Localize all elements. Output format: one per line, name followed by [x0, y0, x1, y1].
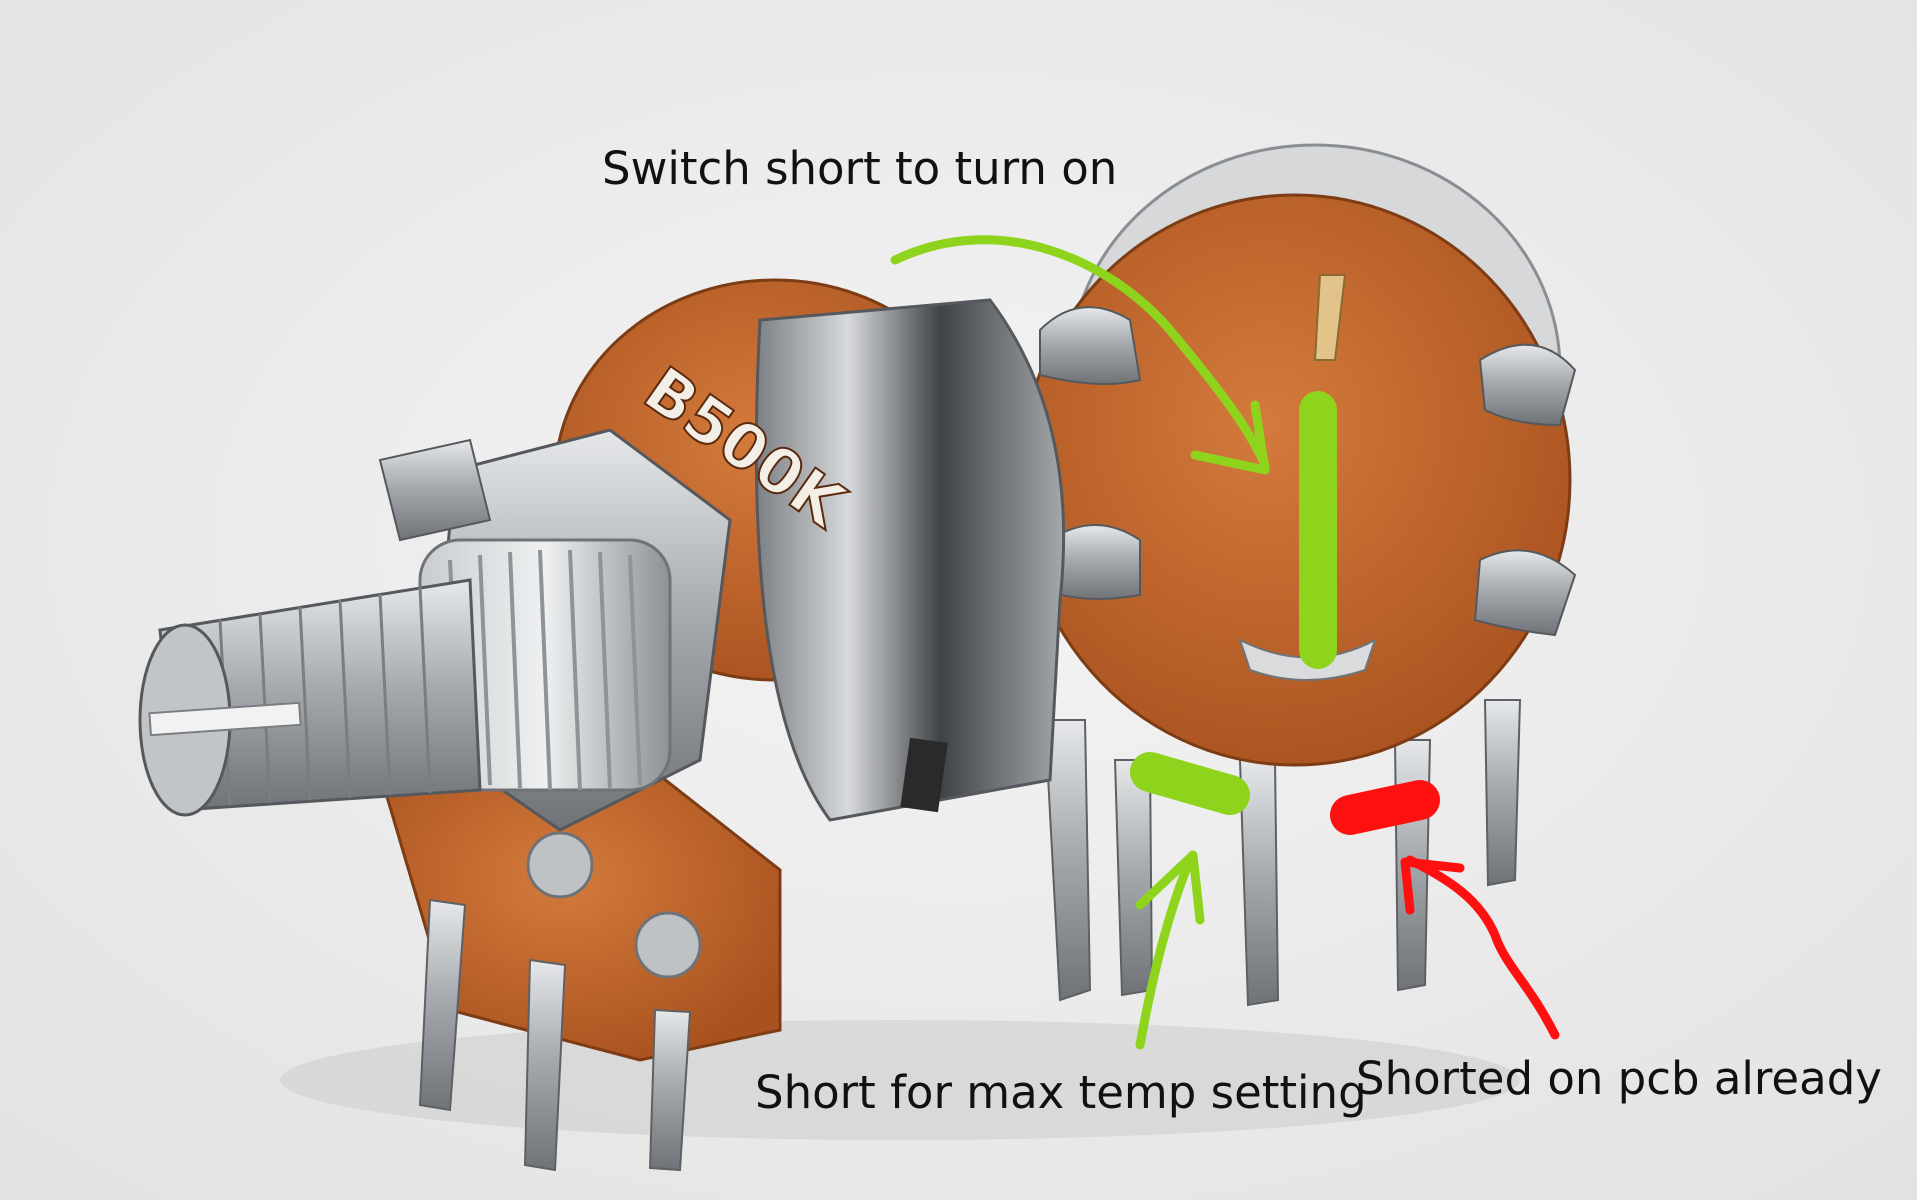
drop-shadow	[280, 1020, 1520, 1140]
green-switch-arrowhead	[1190, 400, 1270, 475]
front-pot-can	[754, 298, 1066, 822]
label-pcb-shorted: Shorted on pcb already	[1356, 1052, 1882, 1105]
mount-rivet-2	[634, 911, 702, 979]
switch-terminal	[1313, 274, 1347, 361]
label-switch-short: Switch short to turn on	[602, 142, 1118, 195]
green-max-temp-arrowhead	[1135, 850, 1205, 925]
shaft-slot	[148, 701, 302, 737]
anti-rotation-tab	[378, 438, 492, 542]
rear-pot-tabs	[1039, 306, 1577, 637]
green-max-temp-arrow	[1135, 855, 1195, 1050]
thread-lines	[448, 549, 642, 791]
label-max-temp-short: Short for max temp setting	[755, 1066, 1367, 1119]
red-pcb-arrowhead	[1400, 857, 1465, 915]
front-pot-legs	[418, 898, 692, 1172]
mount-rivet-1	[526, 831, 594, 899]
red-pcb-arrow	[1405, 855, 1560, 1040]
green-max-temp-mark	[1130, 752, 1250, 815]
green-switch-arrow	[890, 235, 1270, 470]
can-window	[900, 737, 948, 813]
red-pcb-short-mark	[1330, 780, 1440, 835]
